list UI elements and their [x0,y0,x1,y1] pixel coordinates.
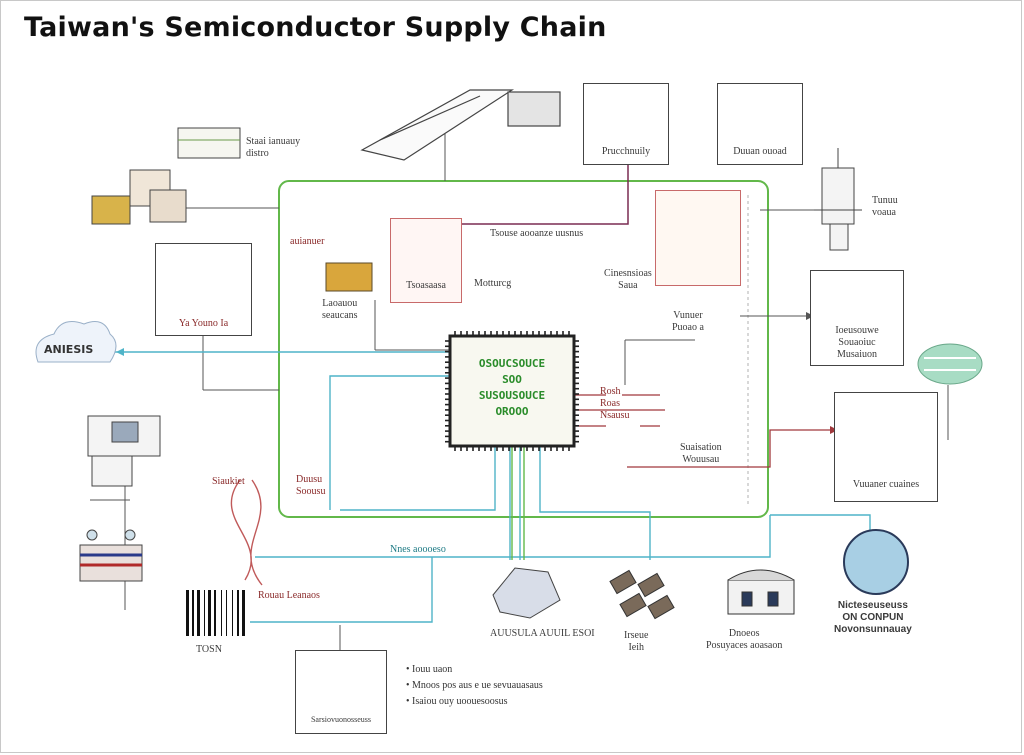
tail-card [834,392,938,502]
notes-list: Iouu uaon Mnoos pos aus e ue sevuauasaus… [406,662,543,710]
globe-caption: Nicteseuseuss ON CONPUN Novonsunnauay [834,600,912,635]
top-card-1 [583,83,669,165]
barcode-illustration [186,590,245,636]
helix-caption: Siaukiet [212,476,245,487]
right-inner-caption: Cinesnsioas Saua [604,268,652,291]
globe-illustration [843,529,909,595]
bottom-card-caption: Sarsiovuonosseuss [310,715,371,724]
vendor-caption: Vunuer Puoao a [672,310,704,333]
top-card-1-caption: Prucchnuily [601,146,651,157]
inner-photo-caption: Tsoasaasa [406,280,446,291]
teal-connectors [112,351,871,623]
lantern-illustration [917,343,983,385]
left-card-caption: Ya Youno Ia [178,318,229,329]
note-item: Iouu uaon [406,662,543,678]
process-line-caption: Tsouse aooanze uusnus [490,228,584,239]
factory-illustration [727,569,795,615]
warehouse-caption: Staai ianuauy distro [246,136,301,159]
barcode-caption: TOSN [196,644,222,655]
top-card-2 [717,83,803,165]
tower-caption: Tunuu voaua [872,195,898,218]
teal-bus-caption: Nnes aoooeso [390,544,446,555]
distribution-side-caption: Duusu Soousu [296,474,326,497]
cloud-shape [35,321,117,363]
bottom-card [295,650,387,734]
right-machine-caption: Ioeusouwe Souaoiuc Musaiuon [835,325,879,360]
distribution-caption: Suaisation Wouusau [680,442,722,465]
page-title: Taiwan's Semiconductor Supply Chain [24,12,607,43]
crate-caption: Laoauou seaucans [322,298,358,321]
cloud-label: ANIESIS [44,343,94,356]
inner-schematic [655,190,741,286]
note-item: Mnoos pos aus e ue sevuauasaus [406,678,543,694]
inner-photo-card [390,218,462,303]
wafer-caption: Irseue Ieih [624,630,649,653]
barcode-side-caption: Rouau Leanaos [258,590,320,601]
top-card-2-caption: Duuan ouoad [733,146,787,157]
helix-illustration [230,479,263,586]
crystal-illustration [492,567,561,619]
monitoring-label: Motturcg [474,278,512,289]
pin-labels: Rosh Roas Nsausu [600,386,630,421]
right-machine-card [810,270,904,366]
crystal-caption: AUUSULA AUUIL ESOI [490,628,595,639]
conveyor-illustration [360,89,561,161]
factory-caption: Dnoeos Posuyaces aoasaon [706,628,783,651]
wafer-stack-illustration [609,569,675,620]
tail-card-caption: Vuuaner cuaines [852,479,920,490]
left-grid-card [155,243,252,336]
warehouse-illustration [91,127,241,225]
top-green-caption: auianuer [290,236,325,247]
chip-label: OSOUCSOUCE SOO SUSOUSOUCE OROOO [478,357,546,418]
maroon-connector [462,164,629,225]
note-item: Isaiou ouy uoouesoosus [406,694,543,710]
crate-illustration [325,262,373,292]
tower-illustration [814,148,862,251]
lab-machine-illustration [79,415,161,582]
central-chip [445,331,579,451]
